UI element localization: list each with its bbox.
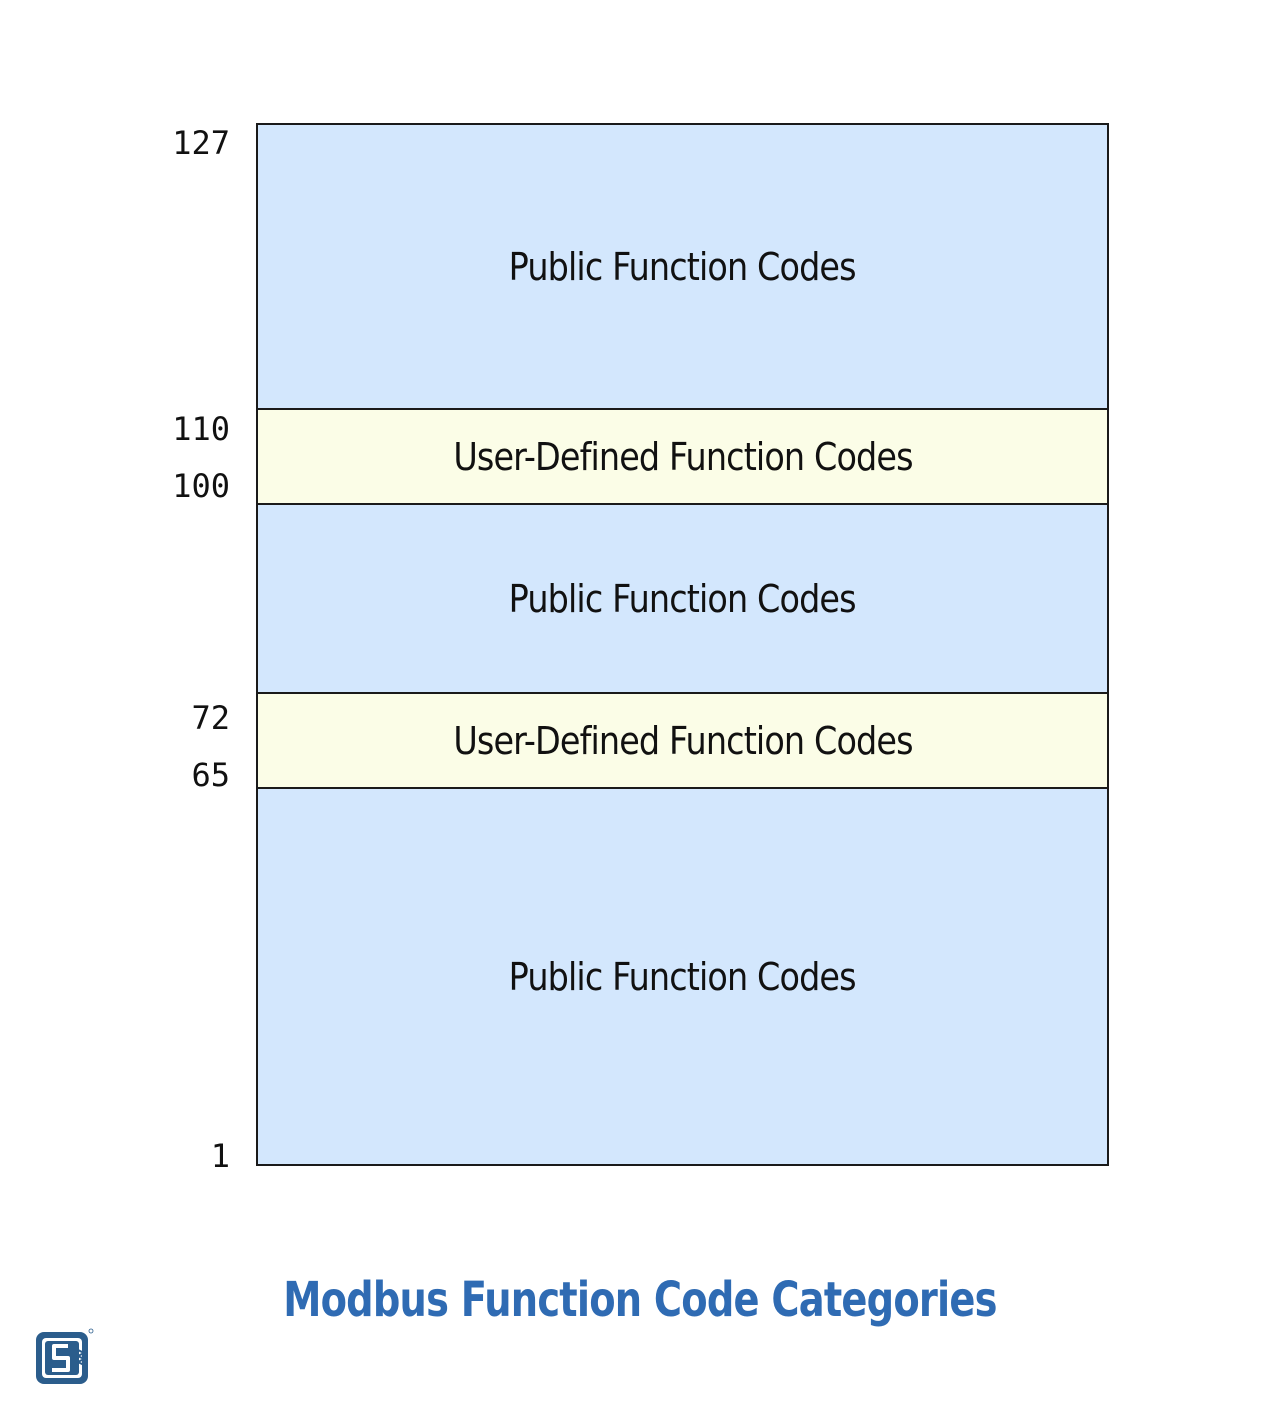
band-public-lower: Public Function Codes (258, 789, 1107, 1164)
diagram-title: Modbus Function Code Categories (0, 1272, 1280, 1328)
band-label: Public Function Codes (508, 244, 857, 289)
band-public-middle: Public Function Codes (258, 505, 1107, 694)
band-label: Public Function Codes (508, 954, 857, 999)
diagram-title-text: Modbus Function Code Categories (283, 1272, 997, 1328)
tick-100: 100 (172, 467, 230, 505)
band-label: Public Function Codes (508, 576, 857, 621)
tick-72: 72 (191, 699, 230, 737)
band-label: User-Defined Function Codes (452, 434, 913, 479)
band-label: User-Defined Function Codes (452, 718, 913, 763)
band-user-defined-lower: User-Defined Function Codes (258, 694, 1107, 789)
tick-127: 127 (172, 124, 230, 162)
band-user-defined-upper: User-Defined Function Codes (258, 410, 1107, 505)
tick-110: 110 (172, 410, 230, 448)
function-code-range-diagram: Public Function Codes User-Defined Funct… (256, 123, 1109, 1166)
tick-1: 1 (210, 1137, 230, 1175)
circuit-logo-icon (34, 1328, 94, 1388)
band-public-upper: Public Function Codes (258, 125, 1107, 410)
tick-65: 65 (191, 756, 230, 794)
